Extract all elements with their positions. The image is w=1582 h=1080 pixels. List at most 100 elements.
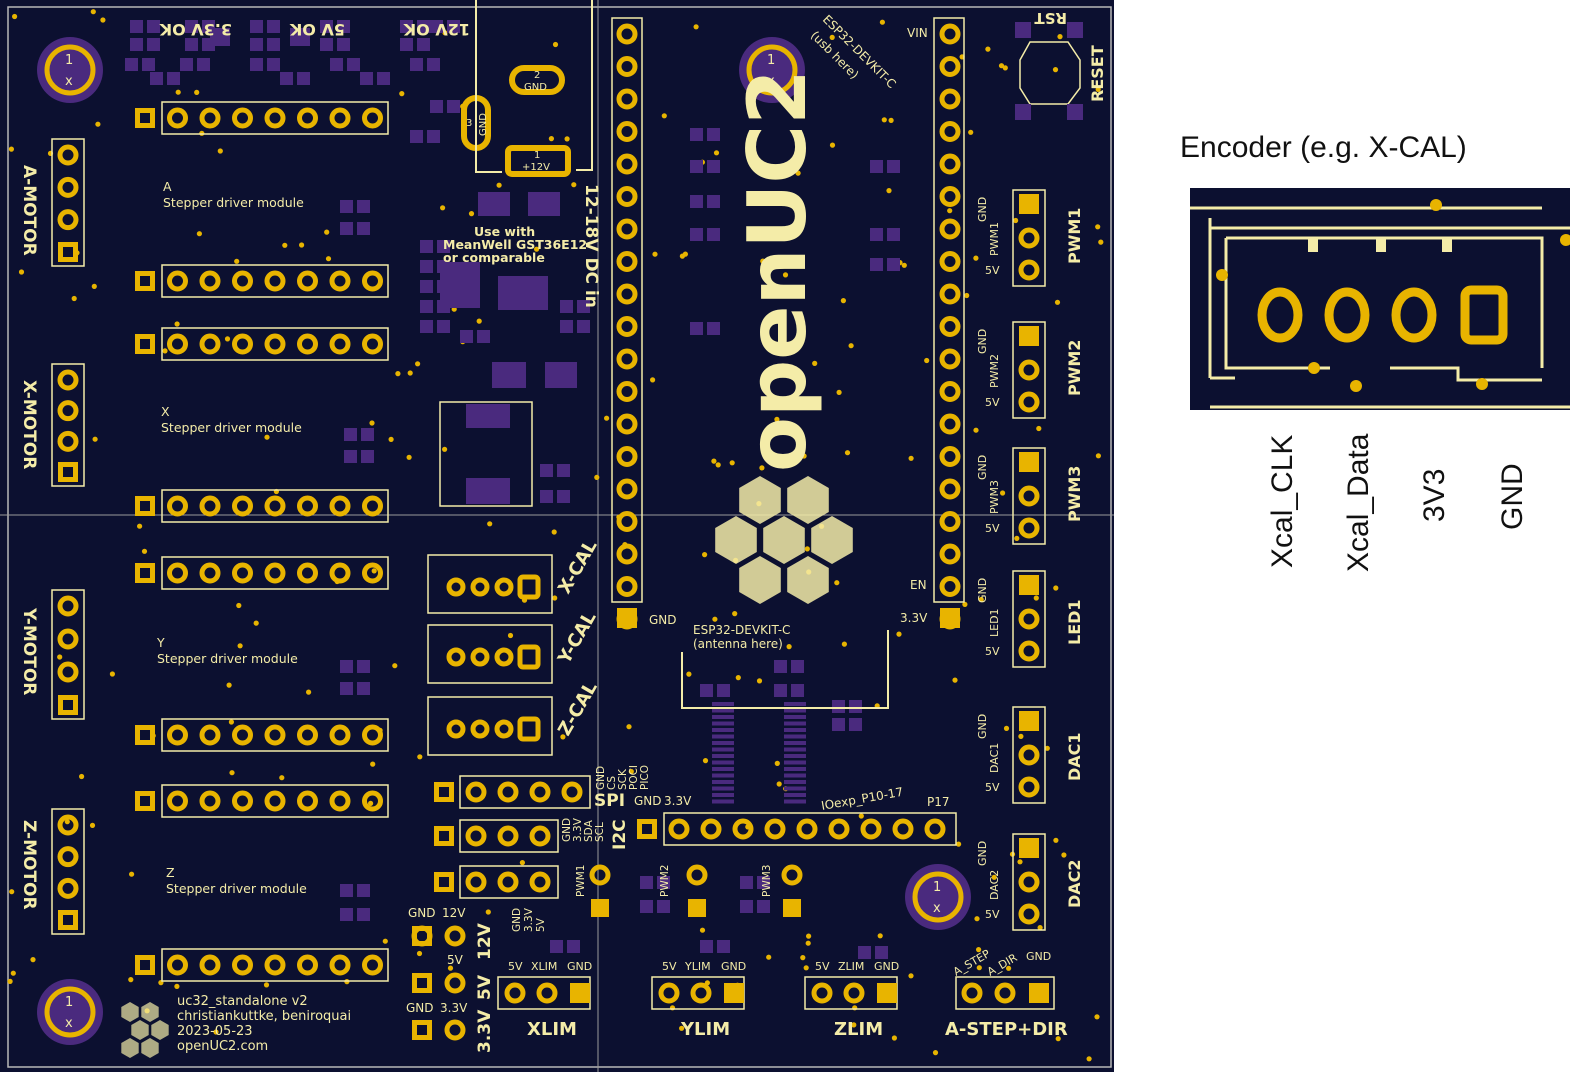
driver-header-pad-hole bbox=[140, 960, 150, 970]
smd-pad bbox=[690, 228, 703, 241]
ioexp-pad bbox=[892, 818, 914, 840]
via bbox=[686, 671, 692, 677]
smd-pad bbox=[417, 20, 430, 33]
ic-pin bbox=[784, 780, 806, 784]
esp32-right-pad bbox=[939, 153, 961, 175]
driver-outline bbox=[161, 489, 389, 523]
ic-pin bbox=[784, 721, 806, 726]
via bbox=[1057, 34, 1063, 40]
hex-cell bbox=[739, 556, 781, 604]
via bbox=[507, 632, 514, 639]
motor-pad bbox=[57, 430, 79, 452]
via bbox=[774, 760, 780, 767]
ic-pin bbox=[784, 786, 806, 791]
right-conn-outline bbox=[1012, 706, 1046, 804]
right-conn-outline bbox=[1012, 447, 1046, 545]
cal-pad bbox=[494, 647, 514, 667]
smd-pad bbox=[657, 876, 670, 889]
smd-pad bbox=[774, 660, 787, 673]
smd-pad bbox=[130, 20, 143, 33]
smd-pad bbox=[447, 20, 460, 33]
smd-pad bbox=[361, 450, 374, 463]
via bbox=[998, 63, 1005, 69]
ic-pin bbox=[712, 715, 734, 719]
motor-labels: A-MOTOR X-MOTOR Y-MOTOR Z-MOTOR bbox=[19, 165, 39, 910]
limit-pad-square bbox=[877, 983, 897, 1003]
smd-pad bbox=[400, 20, 413, 33]
y-motor-label: Y-MOTOR bbox=[19, 607, 39, 695]
via bbox=[263, 982, 270, 988]
hex-cell bbox=[715, 516, 757, 564]
right-conn-name-label: DAC1 bbox=[1065, 732, 1084, 781]
limit-pad bbox=[536, 982, 558, 1004]
limit-pin-signal: YLIM bbox=[684, 960, 711, 973]
via bbox=[1037, 925, 1043, 931]
via bbox=[1061, 852, 1067, 858]
esp32-right-pad bbox=[939, 56, 961, 77]
via bbox=[564, 136, 570, 142]
smd-pad bbox=[410, 58, 423, 71]
esp32-left-pad bbox=[616, 413, 638, 435]
smd-pad bbox=[540, 464, 553, 477]
smd-pad bbox=[167, 72, 180, 85]
small-pwm-pad bbox=[781, 864, 803, 886]
right-conn-gnd-label: GND bbox=[976, 714, 989, 739]
i2c-pad bbox=[465, 825, 487, 847]
smd-pad bbox=[250, 38, 263, 51]
via bbox=[306, 689, 312, 695]
driver-header-pad bbox=[199, 954, 221, 976]
via bbox=[89, 822, 96, 829]
cal-pad bbox=[446, 719, 466, 739]
esp32-left-pad bbox=[616, 381, 638, 402]
driver-header-pad bbox=[362, 562, 383, 584]
smd-large-pad bbox=[210, 28, 230, 46]
smd-large-pad bbox=[290, 28, 310, 46]
motor-pad bbox=[57, 369, 79, 391]
limit-name: YLIM bbox=[680, 1019, 730, 1040]
ic-pin bbox=[784, 747, 806, 752]
psu-outline bbox=[475, 0, 593, 173]
via bbox=[877, 933, 883, 939]
via bbox=[976, 947, 982, 953]
via bbox=[848, 343, 854, 349]
smd-pad bbox=[707, 195, 720, 208]
via bbox=[548, 136, 555, 142]
small-pwm2-label: PWM2 bbox=[659, 865, 671, 897]
esp32-left-pad bbox=[616, 186, 638, 207]
via bbox=[841, 641, 848, 647]
limit-pad bbox=[658, 982, 680, 1004]
ic-pin bbox=[712, 773, 734, 778]
i2c-pin-gnd: GND bbox=[561, 818, 573, 842]
via bbox=[782, 272, 789, 278]
esp32-left-pad bbox=[616, 446, 638, 467]
via bbox=[991, 874, 997, 880]
motor-pad bbox=[57, 846, 79, 868]
inset-pin-label-data: Xcal_Data bbox=[1342, 433, 1375, 572]
smd-pad bbox=[870, 258, 883, 271]
smd-pad bbox=[567, 940, 580, 953]
smd-pad bbox=[147, 20, 160, 33]
smd-pad bbox=[377, 72, 390, 85]
motor-pad bbox=[57, 877, 79, 899]
footer-line-3: 2023-05-23 bbox=[177, 1024, 253, 1039]
via bbox=[888, 117, 894, 123]
right-conn-outline bbox=[1012, 321, 1046, 419]
smd-pad bbox=[344, 450, 357, 463]
driver-header-pad bbox=[264, 724, 286, 746]
ic-pin bbox=[712, 702, 734, 706]
driver-header-pad bbox=[199, 790, 221, 812]
smd-pad bbox=[690, 195, 703, 208]
smd-pad bbox=[707, 160, 720, 173]
ic-pin bbox=[784, 773, 806, 778]
via bbox=[217, 148, 223, 154]
psu-pad2-label: 2 bbox=[534, 70, 540, 81]
smd-pad bbox=[870, 228, 883, 241]
driver-y-label: Stepper driver module bbox=[157, 651, 298, 666]
via bbox=[468, 211, 475, 217]
ic-pin bbox=[712, 793, 734, 797]
small-pwm-pad-square bbox=[591, 899, 609, 917]
via bbox=[57, 654, 63, 660]
smd-pad bbox=[640, 876, 653, 889]
smd-pad bbox=[870, 160, 883, 173]
